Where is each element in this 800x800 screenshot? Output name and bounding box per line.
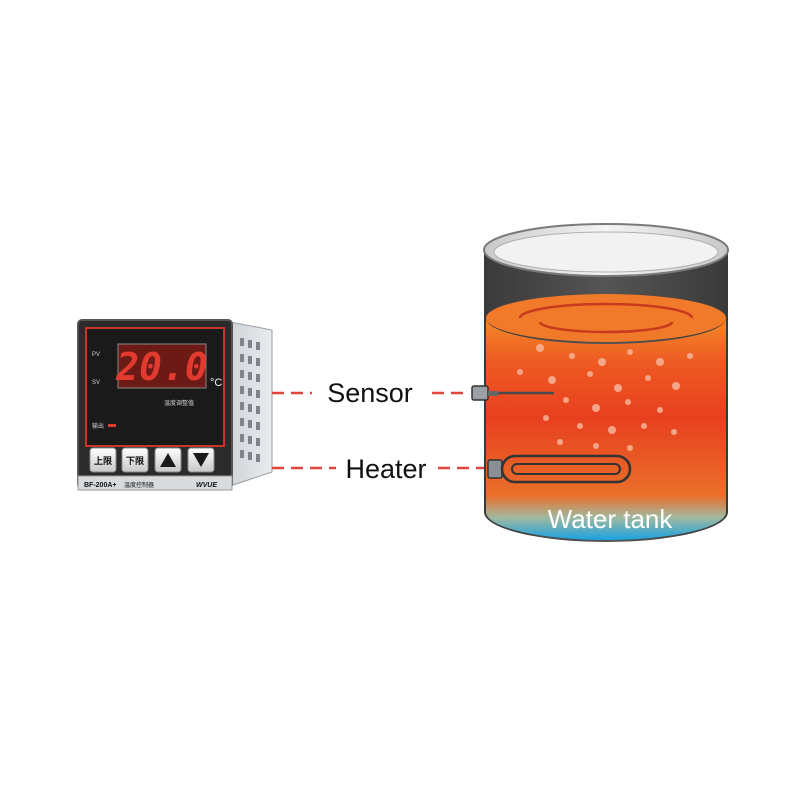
model-number: BF-200A+ [84,482,116,489]
connector-lines [272,391,488,470]
label-strip [77,475,233,491]
water-surface [486,294,726,342]
pv-label: PV [92,352,100,358]
up-arrow-icon [160,453,176,467]
temperature-controller: 20.0 °C PV SV 温度调整值 输出 上限 下限 BF-200A+ 温度… [77,319,273,491]
model-description: 温度控制器 [124,481,154,489]
sv-label: SV [92,380,100,386]
tank-water [486,318,726,540]
water-tank: Water tank [471,223,729,542]
brand-name: WVUE [196,482,217,489]
controller-case [229,321,273,487]
tank-label: Water tank [548,504,674,534]
sensor-probe [471,385,554,401]
upper-limit-button-label: 上限 [94,455,113,466]
sub-label: 温度调整值 [164,399,194,407]
lcd-display [117,343,207,389]
output-label: 输出 [92,422,104,430]
upper-limit-button[interactable] [89,447,117,473]
lower-limit-button[interactable] [121,447,149,473]
heater-label: Heater [345,454,426,484]
display-value: 20.0 [115,345,208,389]
controller-buttons: 上限 下限 [89,447,215,473]
display-unit: °C [210,377,222,389]
down-arrow-icon [193,453,209,467]
lower-limit-button-label: 下限 [126,456,145,466]
output-led [108,424,116,427]
heater-element [487,454,632,484]
bubbles [517,344,693,451]
sensor-label: Sensor [327,378,413,408]
